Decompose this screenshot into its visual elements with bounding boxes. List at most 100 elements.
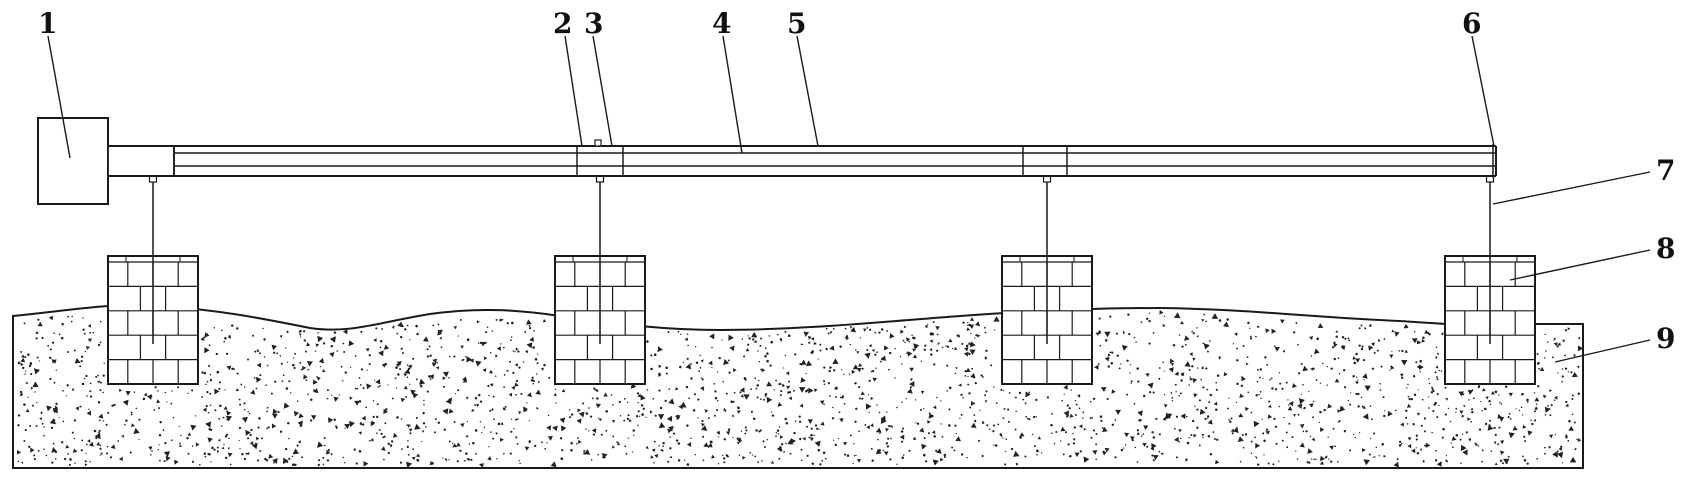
soil-dot <box>894 377 896 379</box>
soil-grain <box>666 415 673 422</box>
soil-dot <box>1452 446 1454 449</box>
soil-dot <box>82 317 84 319</box>
soil-grain <box>1035 448 1040 453</box>
soil-grain <box>407 424 411 428</box>
soil-grain <box>195 442 200 447</box>
soil-grain <box>435 366 440 370</box>
soil-dot <box>1185 459 1187 462</box>
soil-dot <box>879 360 882 363</box>
soil-grain <box>1363 459 1370 466</box>
soil-dot <box>138 438 140 441</box>
soil-dot <box>43 426 45 428</box>
soil-dot <box>284 447 288 451</box>
soil-dot <box>17 414 21 417</box>
soil-dot <box>878 449 881 452</box>
soil-grain <box>1499 459 1503 463</box>
soil-dot <box>882 449 885 452</box>
soil-dot <box>677 442 681 445</box>
soil-dot <box>1390 365 1392 368</box>
soil-dot <box>509 452 512 455</box>
soil-grain <box>456 442 461 447</box>
soil-grain <box>179 444 183 448</box>
soil-dot <box>24 373 26 375</box>
soil-dot <box>203 371 207 375</box>
soil-dot <box>353 448 356 451</box>
soil-grain <box>1391 329 1395 333</box>
soil-dot <box>28 364 32 368</box>
soil-dot <box>528 420 530 422</box>
soil-grain <box>408 428 413 432</box>
soil-dot <box>499 318 502 322</box>
soil-dot <box>970 332 972 335</box>
soil-grain <box>1137 410 1143 417</box>
soil-dot <box>1502 462 1504 465</box>
soil-grain <box>523 406 528 412</box>
soil-dot <box>228 335 231 338</box>
soil-dot <box>89 382 92 385</box>
soil-grain <box>1152 455 1159 461</box>
soil-dot <box>67 453 69 455</box>
soil-dot <box>1115 332 1118 335</box>
soil-dot <box>1073 438 1076 441</box>
soil-dot <box>1430 391 1434 394</box>
soil-dot <box>30 373 33 376</box>
soil-dot <box>832 327 835 330</box>
soil-dot <box>716 408 719 412</box>
soil-dot <box>869 328 872 331</box>
soil-dot <box>1481 460 1483 463</box>
soil-grain <box>969 349 976 355</box>
soil-grain <box>21 354 25 358</box>
soil-dot <box>296 400 299 402</box>
soil-dot <box>172 416 175 419</box>
soil-grain <box>1330 460 1333 464</box>
soil-dot <box>63 457 67 461</box>
soil-dot <box>744 426 747 429</box>
soil-dot <box>811 462 815 465</box>
soil-grain <box>856 459 861 463</box>
soil-dot <box>45 454 48 457</box>
leader-7 <box>1492 171 1651 205</box>
soil-dot <box>960 413 963 416</box>
soil-grain <box>1362 373 1368 379</box>
soil-dot <box>806 454 809 457</box>
soil-dot <box>993 386 995 388</box>
soil-grain <box>1467 389 1474 395</box>
soil-dot <box>697 398 700 401</box>
soil-grain <box>342 329 348 335</box>
soil-grain <box>1173 312 1181 319</box>
soil-dot <box>1281 387 1284 390</box>
soil-grain <box>86 410 91 416</box>
soil-grain <box>707 442 713 448</box>
soil-grain <box>482 368 487 373</box>
soil-dot <box>252 334 255 337</box>
soil-grain <box>592 433 596 437</box>
soil-dot <box>1338 420 1341 423</box>
soil-dot <box>493 418 495 421</box>
soil-grain <box>1184 335 1190 341</box>
soil-dot <box>1135 341 1137 343</box>
soil-dot <box>1236 347 1238 350</box>
soil-dot <box>1560 445 1563 448</box>
soil-grain <box>921 443 927 450</box>
soil-grain <box>125 391 131 396</box>
soil-dot <box>951 446 954 449</box>
soil-dot <box>1417 365 1420 369</box>
soil-dot <box>1191 365 1194 368</box>
soil-grain <box>1192 378 1198 384</box>
soil-grain <box>1104 356 1110 362</box>
soil-dot <box>589 415 593 418</box>
soil-dot <box>871 459 874 462</box>
soil-dot <box>1095 443 1098 446</box>
soil-dot <box>201 396 204 398</box>
soil-dot <box>279 355 282 357</box>
soil-dot <box>534 444 537 448</box>
soil-dot <box>99 381 102 384</box>
soil-dot <box>415 378 418 381</box>
soil-dot <box>244 386 246 388</box>
soil-grain <box>1077 394 1081 398</box>
soil-dot <box>97 401 101 404</box>
soil-dot <box>1127 313 1130 316</box>
soil-dot <box>368 363 371 366</box>
soil-grain <box>94 432 101 440</box>
soil-dot <box>1312 400 1315 403</box>
